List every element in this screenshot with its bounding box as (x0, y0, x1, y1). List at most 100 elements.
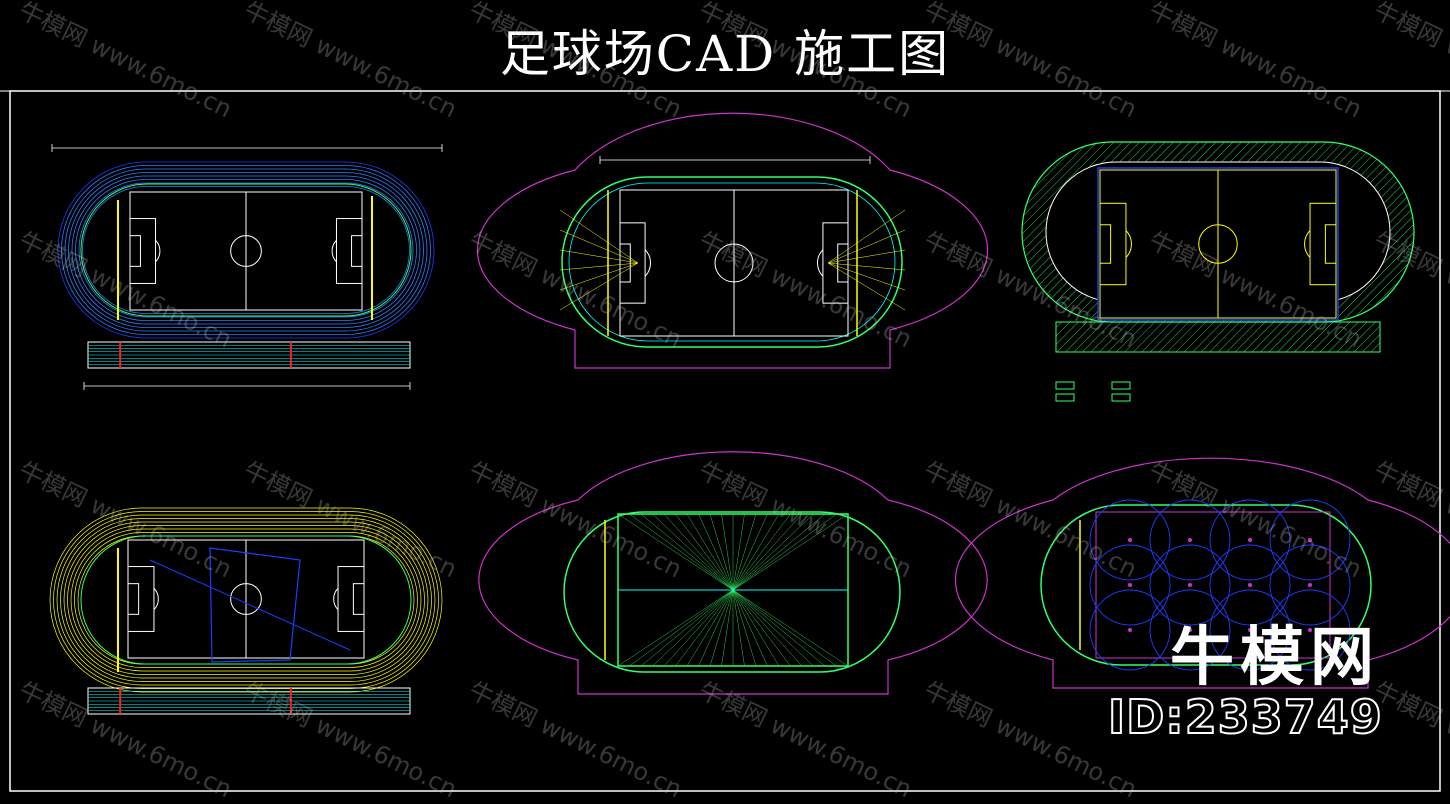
track-inner-line (568, 182, 896, 342)
drain-pipe (732, 589, 780, 667)
track-outline (1040, 504, 1372, 666)
drain-pipe (663, 589, 734, 667)
drain-pipe (732, 589, 826, 667)
sprinkler-head (1128, 583, 1132, 587)
penalty-arc-left (644, 249, 651, 277)
legend-swatch (1111, 393, 1131, 402)
drawing-track-marking-plan (49, 507, 443, 715)
drain-pipe (732, 513, 768, 591)
drain-pipe (732, 589, 745, 667)
goal-box-right (1324, 224, 1337, 264)
page-title: 足球场CAD 施工图 (499, 25, 951, 83)
drain-pipe (640, 589, 734, 667)
running-lane (71, 175, 421, 325)
penalty-box-left (619, 222, 646, 304)
drain-pipe (640, 513, 734, 591)
sprinkler-coverage (1209, 544, 1291, 626)
running-lane (49, 507, 443, 693)
running-lane (70, 528, 422, 672)
running-lane (74, 532, 418, 668)
running-lane (63, 521, 429, 679)
running-lane (56, 514, 436, 686)
sprinkler-head (1128, 628, 1132, 632)
goal-box-right (352, 583, 365, 615)
running-lane (67, 525, 425, 675)
throwing-sector-line (827, 262, 906, 291)
sprinkler-coverage (1209, 499, 1291, 581)
drain-pipe (732, 589, 757, 667)
penalty-arc-right (331, 239, 337, 263)
straight-surface (1055, 321, 1381, 353)
penalty-arc-left (155, 239, 161, 263)
throwing-sector-line (559, 209, 639, 264)
drain-pipe (732, 589, 791, 667)
drain-pipe (617, 589, 734, 667)
sprinkler-coverage (1149, 499, 1231, 581)
running-lane (57, 161, 435, 339)
goal-box-left (129, 235, 141, 267)
sprinkler-head (1248, 628, 1252, 632)
drain-pipe (675, 589, 734, 667)
penalty-arc-left (1125, 230, 1132, 258)
football-pitch (129, 191, 363, 311)
sprinkler-coverage (1089, 499, 1171, 581)
sprinkler-head (1188, 628, 1192, 632)
throwing-sector-line (559, 262, 639, 311)
running-lane (61, 165, 431, 335)
legend-swatch (1111, 381, 1131, 390)
throwing-sector-line (559, 262, 639, 291)
throwing-sector (209, 547, 301, 663)
goal-box-right (351, 235, 363, 267)
throwing-sector-line (827, 262, 906, 311)
throwing-sector-line (827, 262, 906, 271)
penalty-arc-left (153, 587, 159, 611)
sprinkler-coverage (1269, 499, 1351, 581)
drain-pipe (732, 513, 826, 591)
straight-lanes (87, 341, 411, 369)
drain-pipe (652, 513, 734, 591)
drain-pipe (732, 589, 849, 667)
drain-pipe (686, 513, 734, 591)
drain-pipe (732, 513, 780, 591)
sprinkler-coverage (1209, 589, 1291, 671)
sprinkler-head (1308, 628, 1312, 632)
goal-box-left (1099, 224, 1112, 264)
sprinkler-head (1248, 583, 1252, 587)
running-lane (82, 186, 410, 314)
goal-box-right (837, 243, 849, 283)
penalty-box-left (129, 218, 157, 284)
running-lane (78, 182, 414, 318)
sprinkler-coverage (1269, 544, 1351, 626)
throwing-sector-line (827, 209, 906, 264)
center-circle (714, 243, 754, 283)
sprinkler-coverage (1269, 589, 1351, 671)
drain-pipe (732, 589, 803, 667)
drain-pipe (732, 513, 803, 591)
drain-pipe (709, 589, 734, 667)
drain-pipe (629, 589, 734, 667)
drawing-irrigation-plan (954, 457, 1450, 689)
sprinkler-head (1188, 538, 1192, 542)
drain-pipe (709, 513, 734, 591)
dimension-line (599, 156, 871, 164)
drain-pipe (617, 513, 734, 591)
site-boundary (954, 457, 1450, 689)
throwing-sector-line (559, 229, 639, 264)
penalty-box-right (335, 218, 363, 284)
drain-pipe (732, 513, 791, 591)
running-lane (60, 518, 432, 682)
dimension-line (83, 382, 411, 390)
straight-lanes (87, 687, 411, 715)
legend-swatch (1055, 381, 1075, 390)
penalty-arc-right (1304, 230, 1311, 258)
drawing-track-layout (51, 144, 443, 390)
drain-pipe (732, 513, 757, 591)
track-outline (563, 511, 901, 673)
penalty-box-right (337, 566, 365, 632)
drain-pipe (732, 589, 837, 667)
drawing-field-dimension-plan (476, 112, 989, 369)
legend-swatch (1055, 393, 1075, 402)
throwing-sector-line (827, 249, 906, 264)
football-pitch (127, 539, 365, 659)
